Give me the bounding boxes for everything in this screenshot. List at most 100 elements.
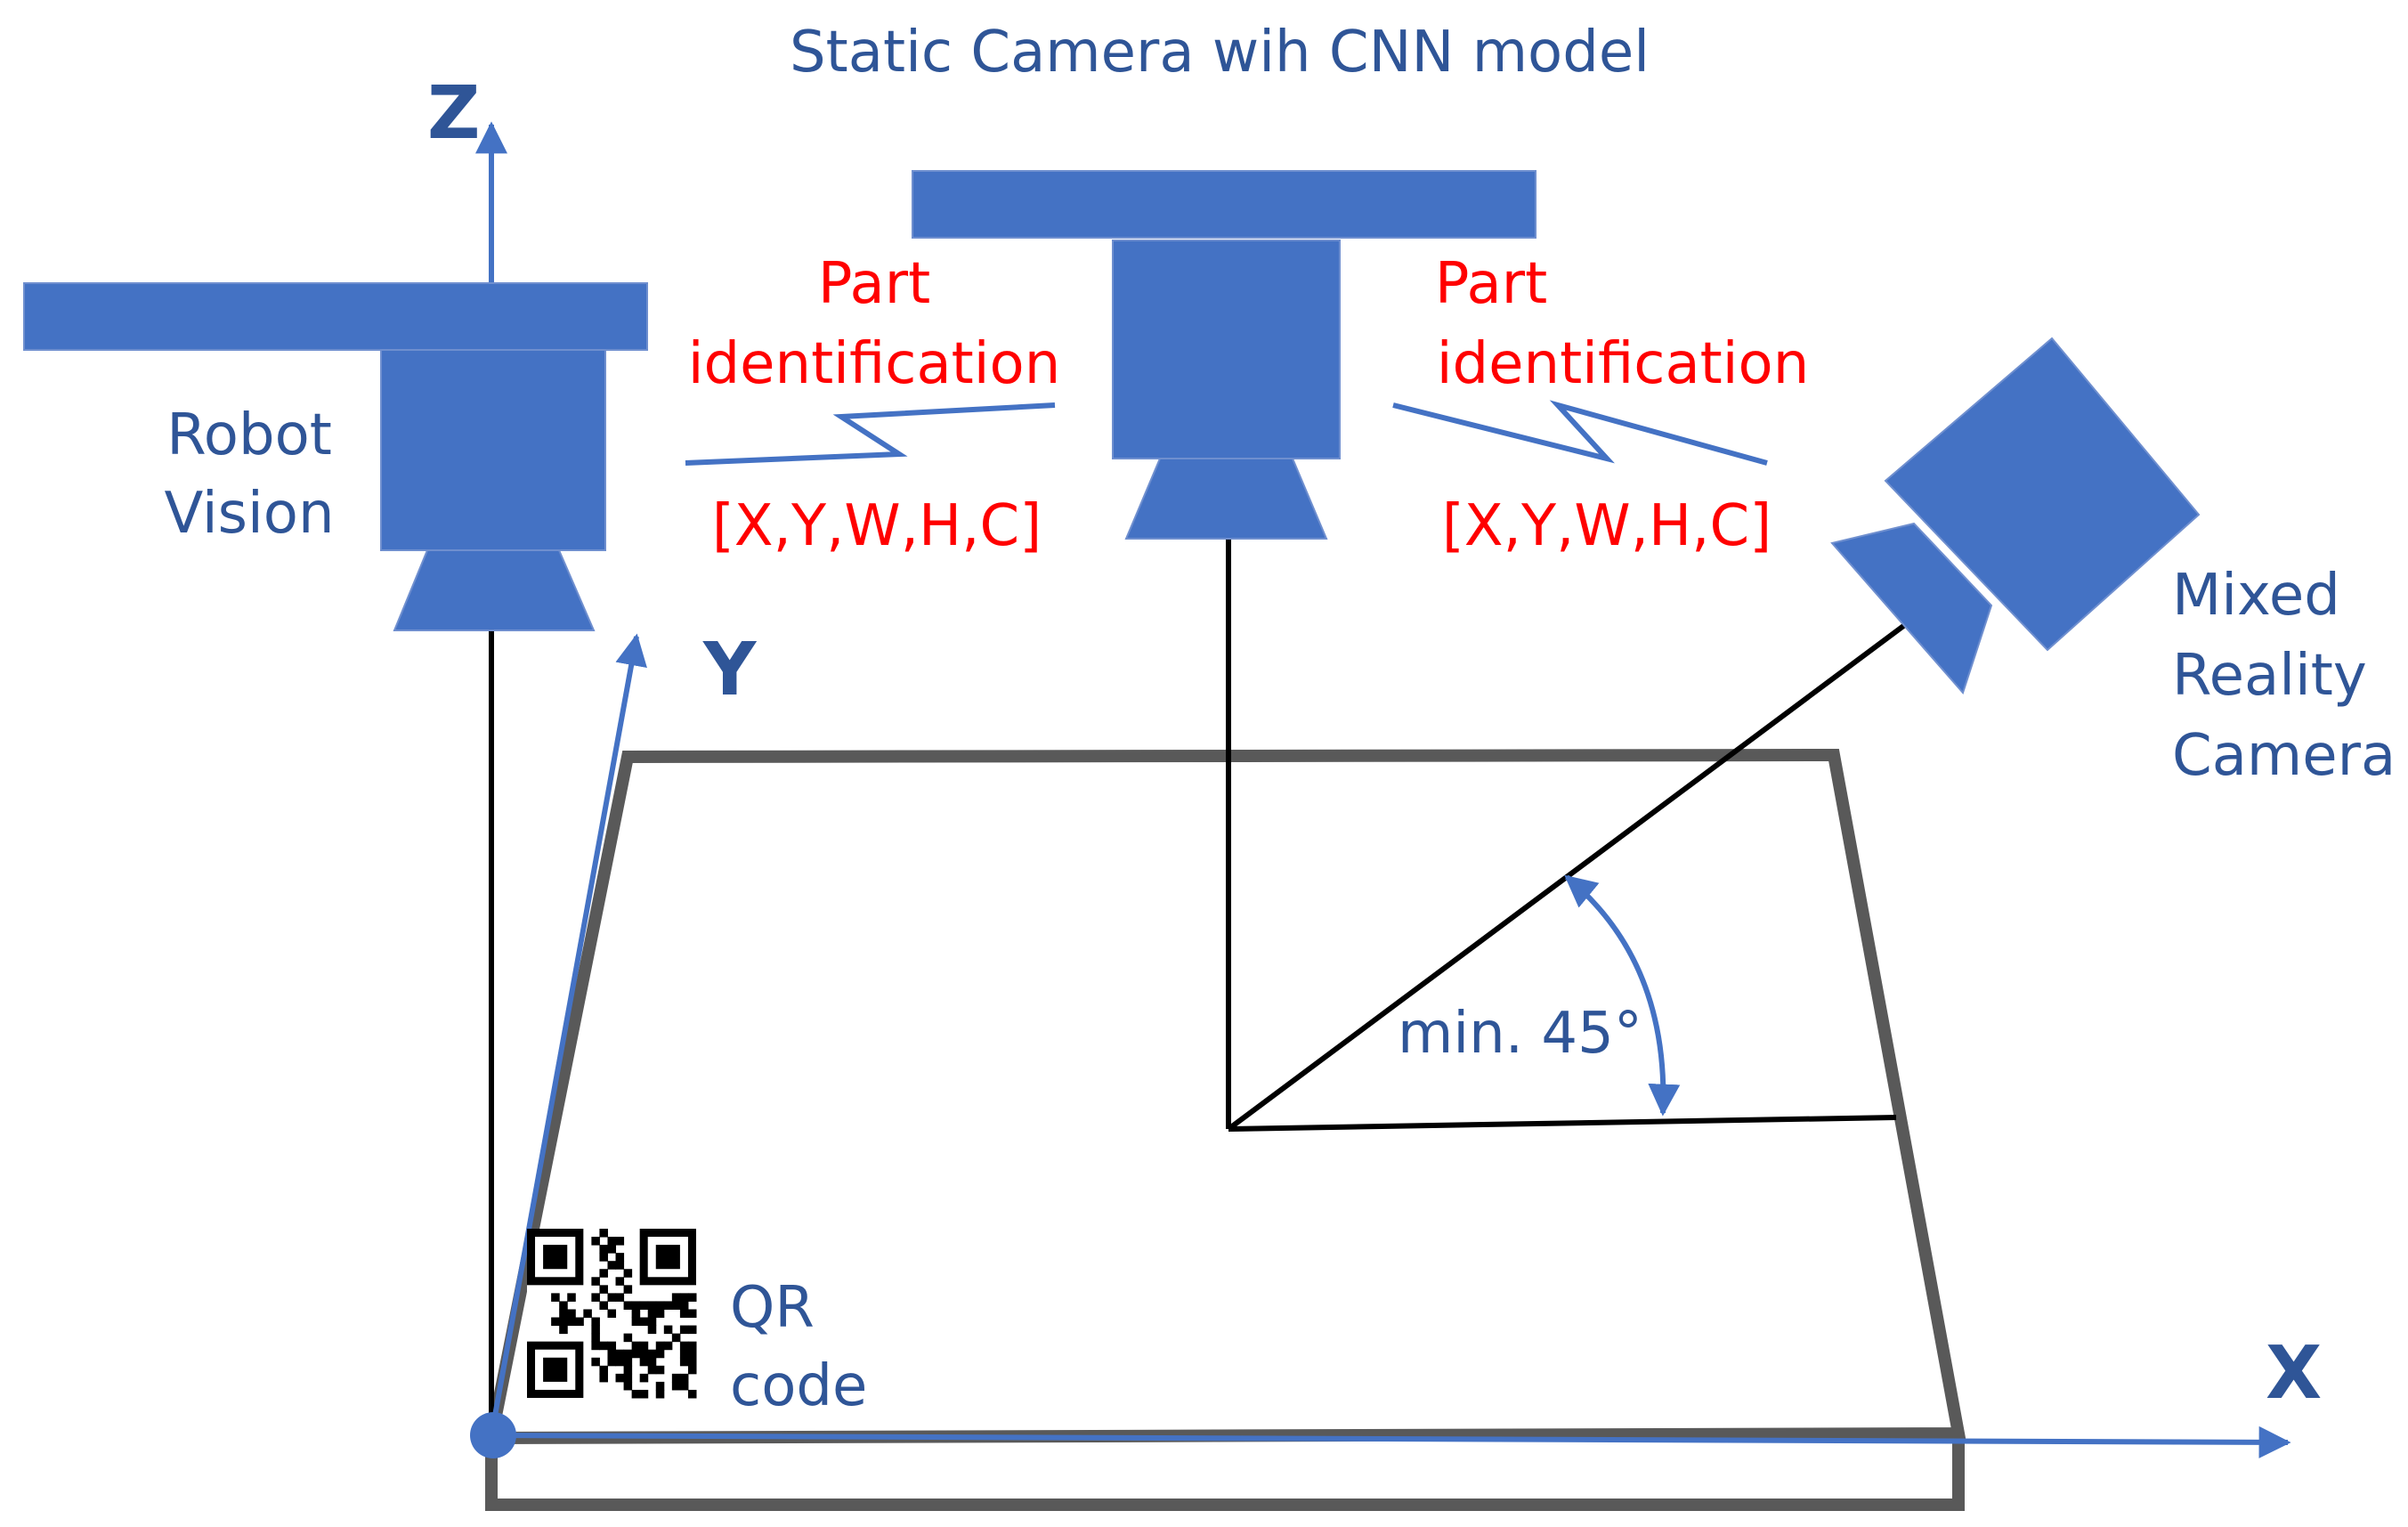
robot-vision-lens [393, 549, 596, 631]
x-axis-label: X [2266, 1331, 2322, 1416]
qr-module [559, 1325, 568, 1335]
qr-module [655, 1309, 665, 1319]
qr-module [623, 1357, 633, 1367]
qr-module [687, 1341, 697, 1351]
qr-module [615, 1293, 625, 1302]
y-axis-label: Y [702, 628, 758, 712]
right-link-label-line1: Part [1435, 251, 1547, 317]
qr-module [647, 1317, 657, 1327]
y-axis [489, 633, 647, 1436]
qr-module [559, 1301, 568, 1310]
qr-module [599, 1365, 608, 1375]
left-link-zigzag [685, 402, 1056, 466]
qr-module [599, 1269, 608, 1278]
qr-module [599, 1373, 608, 1383]
origin-point [470, 1412, 516, 1458]
static-camera-lens [1124, 458, 1328, 540]
qr-module [679, 1341, 689, 1351]
qr-module [655, 1365, 665, 1375]
qr-module [615, 1261, 625, 1270]
qr-module [607, 1357, 617, 1367]
qr-module [623, 1349, 633, 1359]
qr-finder-core [543, 1357, 568, 1382]
z-axis-label: Z [427, 71, 480, 156]
qr-module [559, 1309, 568, 1319]
qr-module [591, 1293, 600, 1302]
qr-module [647, 1309, 657, 1319]
qr-module [647, 1349, 657, 1359]
angle-arc [1564, 874, 1681, 1117]
qr-module [591, 1317, 600, 1327]
qr-module [615, 1237, 625, 1246]
qr-module [615, 1373, 625, 1383]
qr-module [663, 1341, 673, 1351]
qr-module [599, 1253, 608, 1262]
qr-module [615, 1349, 625, 1359]
work-table [483, 748, 1966, 1511]
qr-module [647, 1301, 657, 1310]
qr-module [631, 1301, 641, 1310]
qr-module [559, 1317, 568, 1327]
qr-module [663, 1301, 673, 1310]
qr-module [607, 1293, 617, 1302]
static-camera [912, 170, 1536, 540]
mixed-reality-lens [1830, 522, 1993, 694]
qr-module [623, 1381, 633, 1391]
qr-module [655, 1341, 665, 1351]
table-surface [483, 748, 1966, 1445]
robot-vision-label-line1: Robot [166, 402, 332, 468]
qr-module [615, 1357, 625, 1367]
qr-module [567, 1309, 576, 1319]
qr-module [567, 1317, 576, 1327]
qr-module [679, 1309, 689, 1319]
qr-module [679, 1293, 689, 1302]
qr-module [679, 1373, 689, 1383]
robot-vision-body [380, 349, 606, 551]
qr-module [623, 1365, 633, 1375]
qr-module [687, 1389, 697, 1399]
qr-module [623, 1373, 633, 1383]
qr-finder-core [655, 1245, 680, 1270]
qr-module [671, 1381, 681, 1391]
qr-module [631, 1341, 641, 1351]
qr-module [679, 1349, 689, 1359]
qr-module [623, 1285, 633, 1294]
qr-module [687, 1309, 697, 1319]
qr-module [607, 1261, 617, 1270]
qr-module [567, 1293, 576, 1302]
qr-module [655, 1381, 665, 1391]
qr-module [679, 1325, 689, 1335]
qr-module [607, 1237, 617, 1246]
qr-module [607, 1349, 617, 1359]
qr-module [671, 1333, 681, 1343]
qr-module [607, 1341, 617, 1351]
robot-vision-camera [23, 282, 648, 631]
qr-module [551, 1293, 560, 1302]
qr-module [591, 1341, 600, 1351]
qr-module [679, 1301, 689, 1310]
left-link-label-line1: Part [818, 251, 930, 317]
qr-module [631, 1389, 641, 1399]
qr-module [591, 1333, 600, 1343]
qr-module [671, 1373, 681, 1383]
qr-module [591, 1357, 600, 1367]
qr-code-icon [527, 1229, 697, 1399]
qr-module [663, 1325, 673, 1335]
diagram-title: Static Camera wih CNN model [790, 20, 1650, 85]
qr-module [591, 1237, 600, 1246]
qr-module [639, 1349, 649, 1359]
mixed-reality-label-line1: Mixed [2172, 563, 2340, 629]
qr-module [623, 1301, 633, 1310]
qr-module [599, 1285, 608, 1294]
qr-module [639, 1341, 649, 1351]
qr-module [687, 1293, 697, 1302]
qr-module [687, 1365, 697, 1375]
robot-vision-mount [23, 282, 648, 351]
right-link-output: [X,Y,W,H,C] [1442, 493, 1772, 559]
mixed-reality-label-line2: Reality [2172, 643, 2367, 709]
qr-module [671, 1301, 681, 1310]
qr-module [639, 1317, 649, 1327]
qr-module [615, 1253, 625, 1262]
qr-module [655, 1389, 665, 1399]
qr-module [575, 1317, 584, 1327]
